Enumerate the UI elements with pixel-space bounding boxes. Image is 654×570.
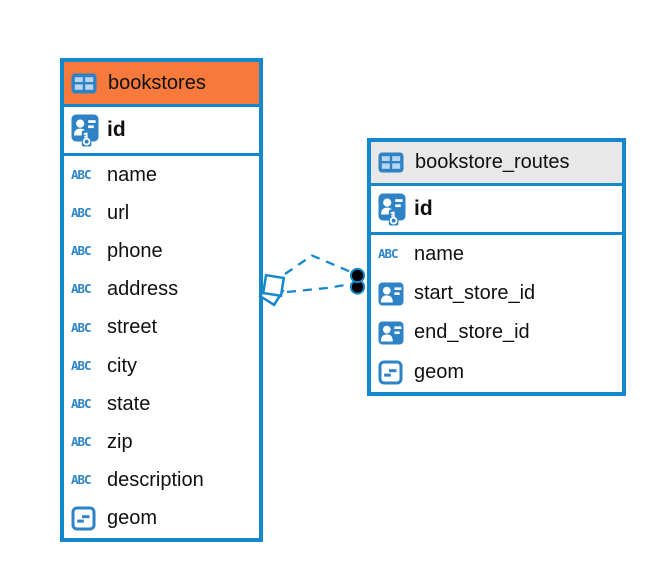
text-type-icon: ABC	[71, 357, 92, 373]
column-row-bookstores-id[interactable]: id	[64, 107, 259, 156]
text-type-icon: ABC	[71, 166, 92, 182]
column-name: zip	[107, 430, 133, 453]
column-name: id	[414, 197, 433, 220]
table-node-bookstores[interactable]: bookstores id ABC	[60, 58, 263, 542]
table-name: bookstores	[108, 71, 206, 94]
column-row-routes-id[interactable]: id	[371, 186, 622, 235]
text-type-icon: ABC	[71, 243, 92, 259]
column-name: id	[107, 118, 126, 141]
table-name: bookstore_routes	[415, 151, 570, 173]
foreign-key-icon	[378, 282, 407, 306]
column-row-bookstores-street[interactable]: ABC street	[64, 308, 259, 347]
table-header-bookstores[interactable]: bookstores	[64, 62, 259, 107]
column-row-routes-start-store-id[interactable]: start_store_id	[371, 274, 622, 314]
relationship-start-store-id[interactable]	[284, 254, 353, 275]
column-row-bookstores-city[interactable]: ABC city	[64, 346, 259, 386]
column-name: url	[107, 201, 130, 224]
table-header-bookstore-routes[interactable]: bookstore_routes	[371, 142, 622, 186]
column-name: end_store_id	[414, 321, 530, 344]
text-type-icon: ABC	[71, 205, 92, 221]
column-row-bookstores-zip[interactable]: ABC zip	[64, 423, 259, 462]
column-name: street	[107, 316, 158, 339]
column-name: phone	[107, 239, 163, 262]
column-name: geom	[414, 360, 465, 383]
column-row-bookstores-phone[interactable]: ABC phone	[64, 232, 259, 271]
column-name: state	[107, 392, 151, 415]
text-type-icon: ABC	[378, 246, 399, 262]
column-row-bookstores-url[interactable]: ABC url	[64, 194, 259, 233]
text-type-icon: ABC	[71, 395, 92, 411]
primary-key-icon	[71, 114, 100, 147]
foreign-key-icon	[378, 321, 407, 345]
geometry-type-icon	[71, 506, 100, 531]
column-row-routes-geom[interactable]: geom	[371, 352, 622, 392]
column-name: city	[107, 354, 137, 377]
column-row-bookstores-geom[interactable]: geom	[64, 499, 259, 538]
text-type-icon: ABC	[71, 434, 92, 450]
column-name: description	[107, 469, 204, 492]
relationship-dot-markers[interactable]	[349, 267, 366, 295]
primary-key-icon	[378, 193, 407, 226]
column-row-bookstores-state[interactable]: ABC state	[64, 385, 259, 424]
text-type-icon: ABC	[71, 281, 92, 297]
column-row-routes-name[interactable]: ABC name	[371, 235, 622, 275]
column-name: name	[107, 163, 158, 186]
column-name: name	[414, 243, 465, 266]
relationship-end-store-id[interactable]	[286, 282, 352, 294]
column-name: geom	[107, 507, 158, 530]
table-icon	[378, 152, 407, 173]
column-name: start_store_id	[414, 282, 536, 305]
column-row-routes-end-store-id[interactable]: end_store_id	[371, 313, 622, 353]
column-row-bookstores-name[interactable]: ABC name	[64, 156, 259, 195]
table-node-bookstore-routes[interactable]: bookstore_routes id ABC	[367, 138, 626, 396]
column-row-bookstores-address[interactable]: ABC address	[64, 270, 259, 309]
table-icon	[71, 73, 100, 94]
column-row-bookstores-description[interactable]: ABC description	[64, 461, 259, 500]
column-name: address	[107, 278, 179, 301]
relationship-diamond-markers[interactable]	[258, 273, 286, 307]
text-type-icon: ABC	[71, 319, 92, 335]
text-type-icon: ABC	[71, 472, 92, 488]
geometry-type-icon	[378, 360, 407, 385]
